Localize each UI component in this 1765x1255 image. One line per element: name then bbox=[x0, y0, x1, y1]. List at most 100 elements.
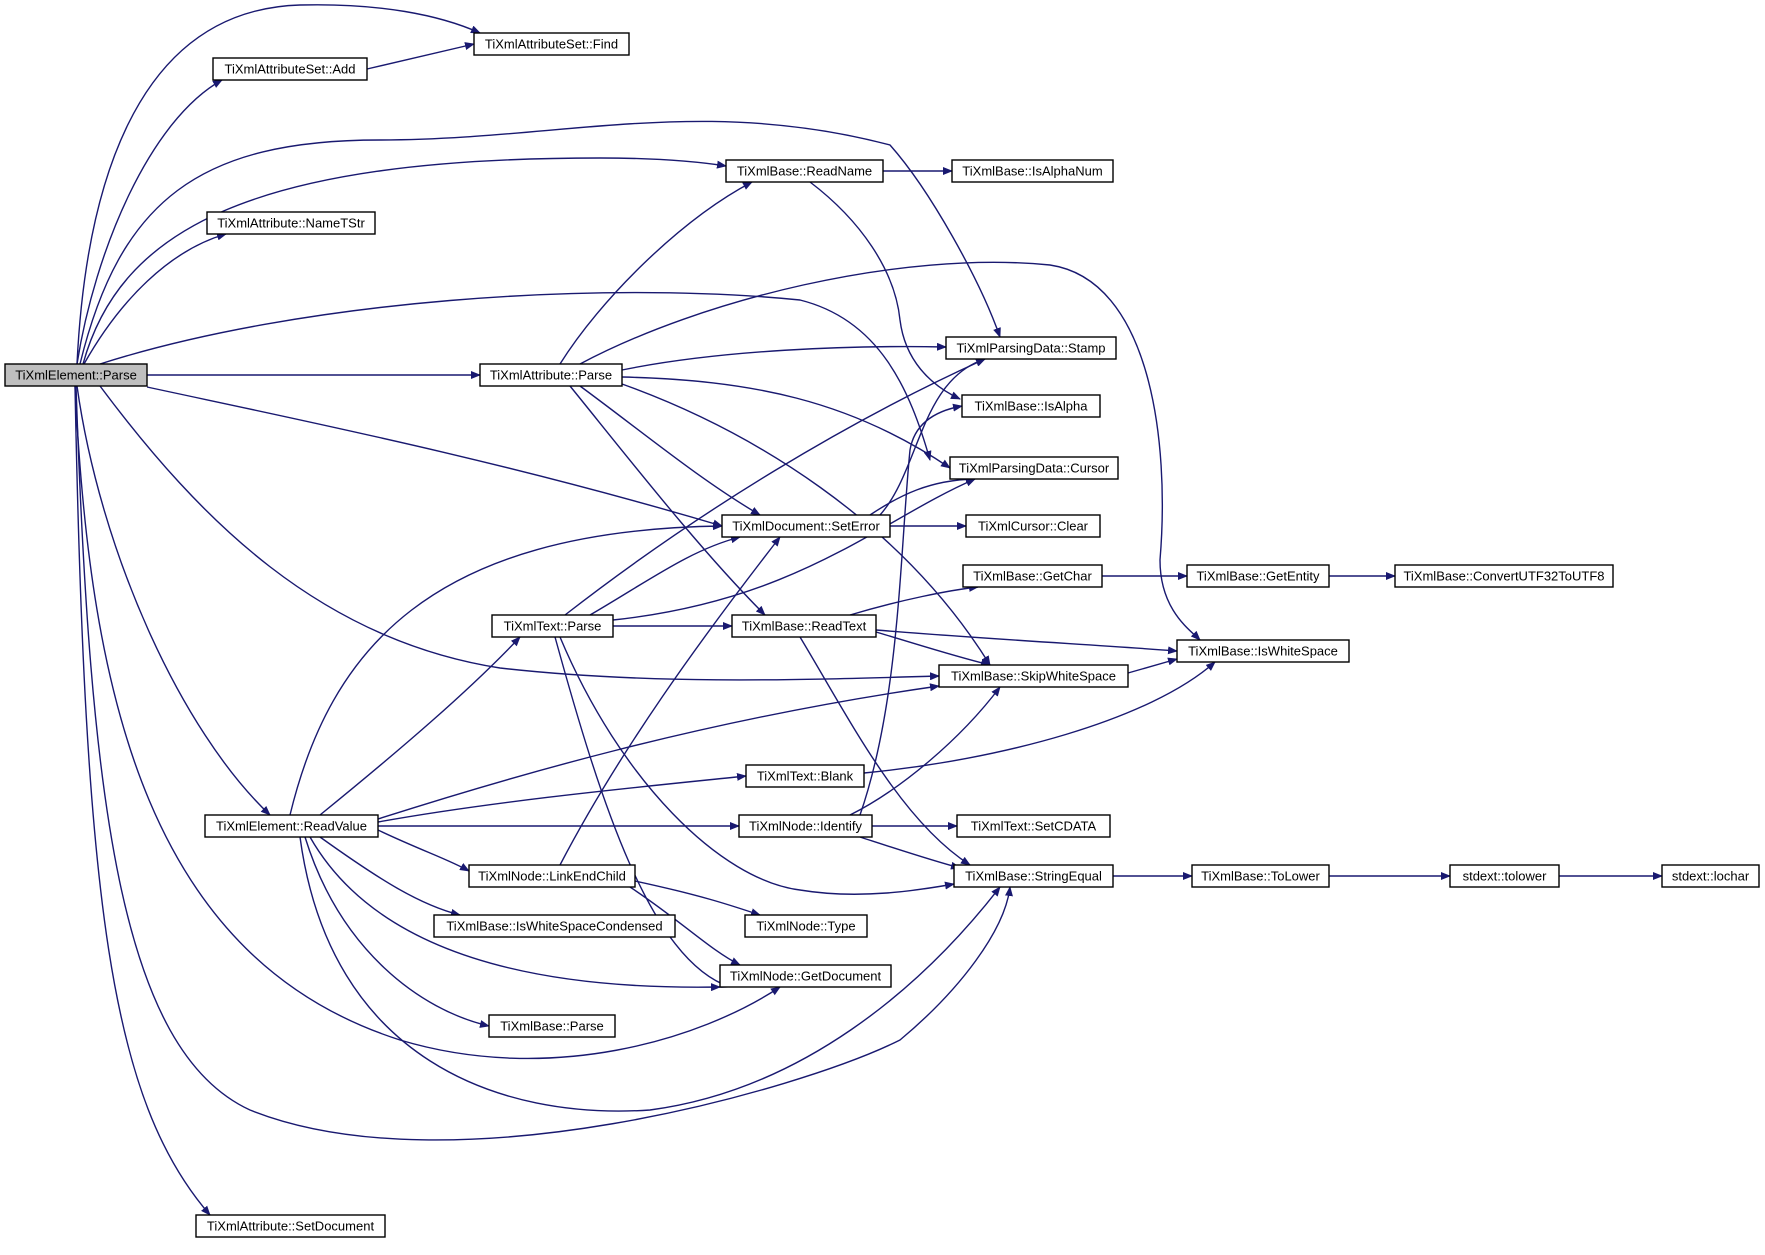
node-box[interactable] bbox=[433, 914, 676, 938]
node-attrset-add[interactable]: TiXmlAttributeSet::Add bbox=[212, 57, 368, 81]
node-box[interactable] bbox=[945, 336, 1117, 360]
node-stamp[interactable]: TiXmlParsingData::Stamp bbox=[945, 336, 1117, 360]
node-attribute-parse[interactable]: TiXmlAttribute::Parse bbox=[479, 363, 623, 387]
node-getentity[interactable]: TiXmlBase::GetEntity bbox=[1186, 564, 1330, 588]
edge-element-parse-to-attrset-find bbox=[76, 4, 481, 365]
node-convertutf[interactable]: TiXmlBase::ConvertUTF32ToUTF8 bbox=[1394, 564, 1614, 588]
edge-readtext-to-stringequal bbox=[799, 636, 971, 866]
node-iswhitespace[interactable]: TiXmlBase::IsWhiteSpace bbox=[1176, 639, 1350, 663]
node-box[interactable] bbox=[488, 1014, 616, 1038]
node-box[interactable] bbox=[479, 363, 623, 387]
edge-attribute-parse-to-readtext bbox=[569, 385, 766, 616]
edge-linkendchild-to-getdocument bbox=[629, 886, 741, 966]
edge-readvalue-to-iswscondensed bbox=[319, 836, 461, 917]
node-box[interactable] bbox=[1661, 864, 1760, 888]
node-stringequal[interactable]: TiXmlBase::StringEqual bbox=[953, 864, 1114, 888]
node-label: TiXmlBase::GetChar bbox=[973, 569, 1092, 584]
edge-text-parse-to-stringequal bbox=[559, 636, 955, 895]
edge-element-parse-to-cursor bbox=[99, 291, 932, 461]
edge-readvalue-to-seterror bbox=[289, 522, 723, 816]
node-label: stdext::tolower bbox=[1463, 869, 1547, 884]
node-blank[interactable]: TiXmlText::Blank bbox=[745, 764, 865, 788]
edge-readvalue-to-text-parse bbox=[319, 636, 521, 816]
node-seterror[interactable]: TiXmlDocument::SetError bbox=[721, 514, 891, 538]
node-getdocument[interactable]: TiXmlNode::GetDocument bbox=[719, 964, 892, 988]
node-box[interactable] bbox=[938, 664, 1129, 688]
node-box[interactable] bbox=[949, 456, 1119, 480]
node-box[interactable] bbox=[719, 964, 892, 988]
edge-text-parse-to-cursor bbox=[612, 478, 976, 621]
node-setdocument[interactable]: TiXmlAttribute::SetDocument bbox=[195, 1214, 386, 1238]
node-box[interactable] bbox=[206, 211, 376, 235]
node-label: TiXmlElement::Parse bbox=[15, 368, 137, 383]
node-label: TiXmlBase::IsAlpha bbox=[975, 399, 1089, 414]
node-element-parse[interactable]: TiXmlElement::Parse bbox=[4, 363, 148, 387]
node-label: TiXmlBase::GetEntity bbox=[1196, 569, 1320, 584]
edge-element-parse-to-skipwhitespace bbox=[99, 385, 940, 681]
node-box[interactable] bbox=[965, 514, 1101, 538]
edge-element-parse-to-nametstr bbox=[83, 232, 227, 365]
node-skipwhitespace[interactable]: TiXmlBase::SkipWhiteSpace bbox=[938, 664, 1129, 688]
node-label: TiXmlText::SetCDATA bbox=[971, 819, 1097, 834]
node-box[interactable] bbox=[491, 614, 614, 638]
node-box[interactable] bbox=[953, 864, 1114, 888]
node-label: TiXmlBase::IsWhiteSpace bbox=[1188, 644, 1338, 659]
node-attrset-find[interactable]: TiXmlAttributeSet::Find bbox=[473, 32, 630, 56]
edge-attribute-parse-to-seterror bbox=[579, 385, 761, 516]
node-iswscondensed[interactable]: TiXmlBase::IsWhiteSpaceCondensed bbox=[433, 914, 676, 938]
node-box[interactable] bbox=[1449, 864, 1560, 888]
node-box[interactable] bbox=[721, 514, 891, 538]
node-box[interactable] bbox=[731, 614, 877, 638]
edge-text-parse-to-stamp bbox=[564, 358, 986, 616]
node-label: TiXmlParsingData::Cursor bbox=[959, 461, 1110, 476]
node-setcdata[interactable]: TiXmlText::SetCDATA bbox=[956, 814, 1111, 838]
node-box[interactable] bbox=[1186, 564, 1330, 588]
node-box[interactable] bbox=[744, 914, 868, 938]
node-box[interactable] bbox=[951, 159, 1114, 183]
node-label: TiXmlAttribute::Parse bbox=[490, 368, 612, 383]
node-text-parse[interactable]: TiXmlText::Parse bbox=[491, 614, 614, 638]
node-box[interactable] bbox=[1176, 639, 1350, 663]
edge-readvalue-to-getdocument bbox=[309, 836, 721, 992]
node-box[interactable] bbox=[4, 363, 148, 387]
node-stdext-tolower[interactable]: stdext::tolower bbox=[1449, 864, 1560, 888]
node-readtext[interactable]: TiXmlBase::ReadText bbox=[731, 614, 877, 638]
node-nametstr[interactable]: TiXmlAttribute::NameTStr bbox=[206, 211, 376, 235]
node-node-type[interactable]: TiXmlNode::Type bbox=[744, 914, 868, 938]
node-readvalue[interactable]: TiXmlElement::ReadValue bbox=[204, 814, 379, 838]
node-box[interactable] bbox=[212, 57, 368, 81]
node-label: TiXmlBase::IsAlphaNum bbox=[962, 164, 1102, 179]
node-readname[interactable]: TiXmlBase::ReadName bbox=[725, 159, 884, 183]
node-cursor-clear[interactable]: TiXmlCursor::Clear bbox=[965, 514, 1101, 538]
edge-seterror-to-cursor bbox=[869, 475, 976, 516]
node-box[interactable] bbox=[961, 394, 1101, 418]
node-label: TiXmlBase::ReadName bbox=[737, 164, 872, 179]
node-box[interactable] bbox=[204, 814, 379, 838]
node-box[interactable] bbox=[962, 564, 1103, 588]
node-label: TiXmlBase::Parse bbox=[500, 1019, 604, 1034]
node-box[interactable] bbox=[195, 1214, 386, 1238]
node-box[interactable] bbox=[738, 814, 873, 838]
edge-readtext-to-skipwhitespace bbox=[875, 631, 991, 667]
edge-identify-to-isalpha bbox=[859, 403, 963, 816]
node-stdext-lochar[interactable]: stdext::lochar bbox=[1661, 864, 1760, 888]
node-isalpha[interactable]: TiXmlBase::IsAlpha bbox=[961, 394, 1101, 418]
node-linkendchild[interactable]: TiXmlNode::LinkEndChild bbox=[468, 864, 636, 888]
node-base-parse[interactable]: TiXmlBase::Parse bbox=[488, 1014, 616, 1038]
node-cursor[interactable]: TiXmlParsingData::Cursor bbox=[949, 456, 1119, 480]
node-box[interactable] bbox=[1191, 864, 1330, 888]
node-label: TiXmlAttributeSet::Add bbox=[224, 62, 355, 77]
node-label: TiXmlBase::StringEqual bbox=[965, 869, 1102, 884]
node-box[interactable] bbox=[468, 864, 636, 888]
node-tolower[interactable]: TiXmlBase::ToLower bbox=[1191, 864, 1330, 888]
node-identify[interactable]: TiXmlNode::Identify bbox=[738, 814, 873, 838]
node-box[interactable] bbox=[956, 814, 1111, 838]
node-getchar[interactable]: TiXmlBase::GetChar bbox=[962, 564, 1103, 588]
node-box[interactable] bbox=[725, 159, 884, 183]
edge-attribute-parse-to-cursor bbox=[621, 376, 951, 469]
node-box[interactable] bbox=[1394, 564, 1614, 588]
edge-linkendchild-to-seterror bbox=[559, 536, 781, 866]
node-isalphanum[interactable]: TiXmlBase::IsAlphaNum bbox=[951, 159, 1114, 183]
node-box[interactable] bbox=[473, 32, 630, 56]
node-box[interactable] bbox=[745, 764, 865, 788]
